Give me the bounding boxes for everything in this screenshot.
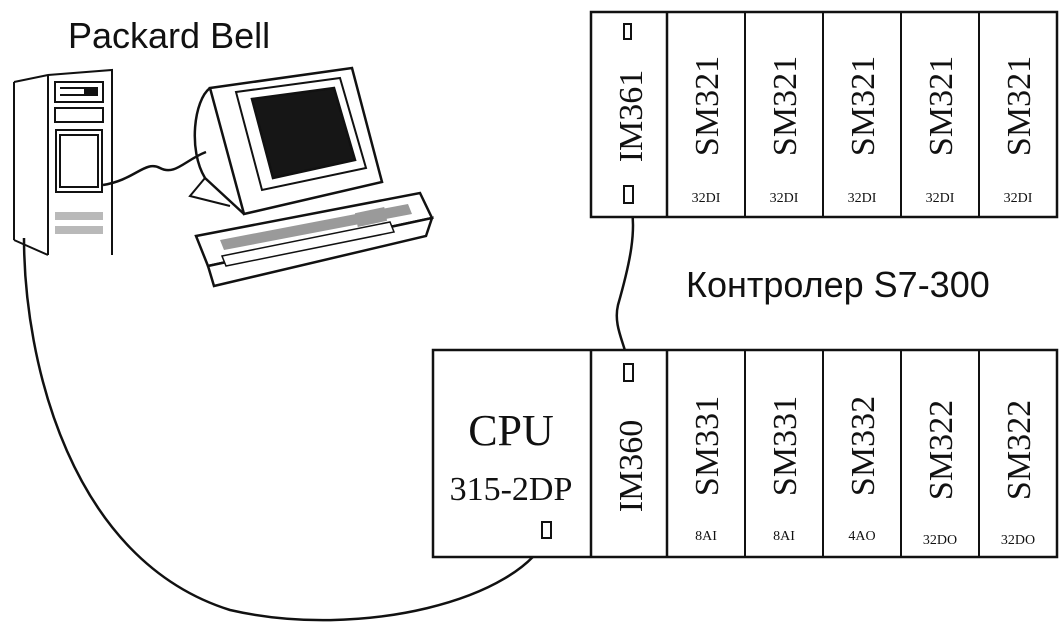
top-module-1-sub: 32DI (692, 191, 721, 206)
monitor-icon (188, 66, 384, 216)
im361-module: IM361 (613, 23, 650, 204)
keyboard-icon (194, 191, 434, 288)
top-module-1: SM321 32DI (689, 56, 726, 206)
bottom-module-4-sub: 32DO (923, 533, 957, 548)
controller-label: Контролер S7-300 (686, 264, 990, 305)
bottom-module-5-label: SM322 (1001, 400, 1038, 500)
bottom-module-1-sub: 8AI (695, 529, 717, 544)
cpu-module: CPU 315-2DP (450, 406, 573, 539)
cpu-model: 315-2DP (450, 471, 573, 508)
bottom-module-2-label: SM331 (767, 396, 804, 496)
top-module-2-sub: 32DI (770, 191, 799, 206)
im361-bottom-port (623, 185, 634, 204)
pc-tower-icon (13, 68, 113, 256)
bottom-rack: CPU 315-2DP IM360 SM331 8AI SM331 8AI SM… (431, 348, 1059, 559)
top-module-2-label: SM321 (767, 56, 804, 156)
top-module-4: SM321 32DI (923, 56, 960, 206)
top-rack: IM361 SM321 32DI SM321 32DI SM321 32DI S… (589, 10, 1059, 219)
top-module-4-sub: 32DI (926, 191, 955, 206)
bottom-module-1: SM331 8AI (689, 396, 726, 544)
im360-module: IM360 (613, 363, 650, 513)
top-module-3: SM321 32DI (845, 56, 882, 206)
bottom-module-4: SM322 32DO (923, 400, 960, 548)
bottom-module-5: SM322 32DO (1001, 400, 1038, 548)
top-module-5: SM321 32DI (1001, 56, 1038, 206)
top-module-3-label: SM321 (845, 56, 882, 156)
bottom-module-3: SM332 4AO (845, 396, 882, 544)
bottom-module-3-sub: 4AO (848, 529, 875, 544)
pc-cpu-cable (22, 237, 550, 622)
top-module-5-label: SM321 (1001, 56, 1038, 156)
im361-top-port (623, 23, 632, 40)
top-module-1-label: SM321 (689, 56, 726, 156)
bottom-module-1-label: SM331 (689, 396, 726, 496)
bottom-module-4-label: SM322 (923, 400, 960, 500)
bottom-module-5-sub: 32DO (1001, 533, 1035, 548)
im360-port (623, 363, 634, 382)
im361-im360-cable (615, 194, 635, 373)
top-module-4-label: SM321 (923, 56, 960, 156)
bottom-module-2-sub: 8AI (773, 529, 795, 544)
im361-label: IM361 (613, 70, 650, 163)
im360-label: IM360 (613, 420, 650, 513)
top-module-5-sub: 32DI (1004, 191, 1033, 206)
bottom-module-2: SM331 8AI (767, 396, 804, 544)
computer-brand-label: Packard Bell (68, 15, 270, 56)
cpu-title: CPU (468, 406, 554, 455)
top-module-3-sub: 32DI (848, 191, 877, 206)
pc-monitor-cable (102, 150, 207, 187)
cpu-dp-port (541, 521, 552, 539)
bottom-module-3-label: SM332 (845, 396, 882, 496)
top-module-2: SM321 32DI (767, 56, 804, 206)
